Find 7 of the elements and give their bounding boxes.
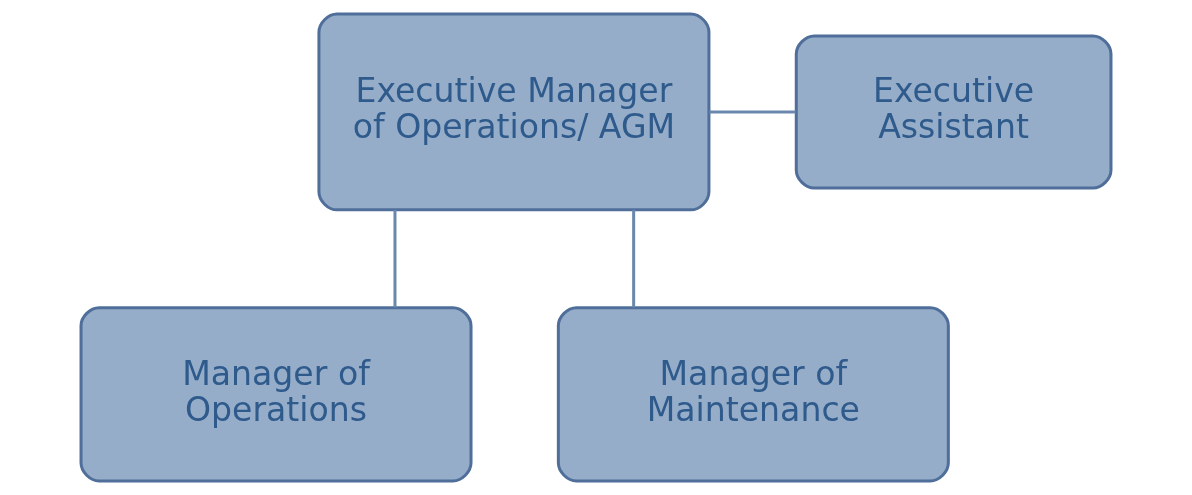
node-box: Executive Assistant: [794, 34, 1113, 190]
node-box: Manager of Maintenance: [556, 306, 950, 483]
node-box: Manager of Operations: [79, 306, 473, 483]
connector: [709, 110, 796, 114]
connector: [393, 209, 397, 308]
connector: [632, 209, 636, 308]
node-box: Executive Manager of Operations/ AGM: [317, 12, 711, 212]
